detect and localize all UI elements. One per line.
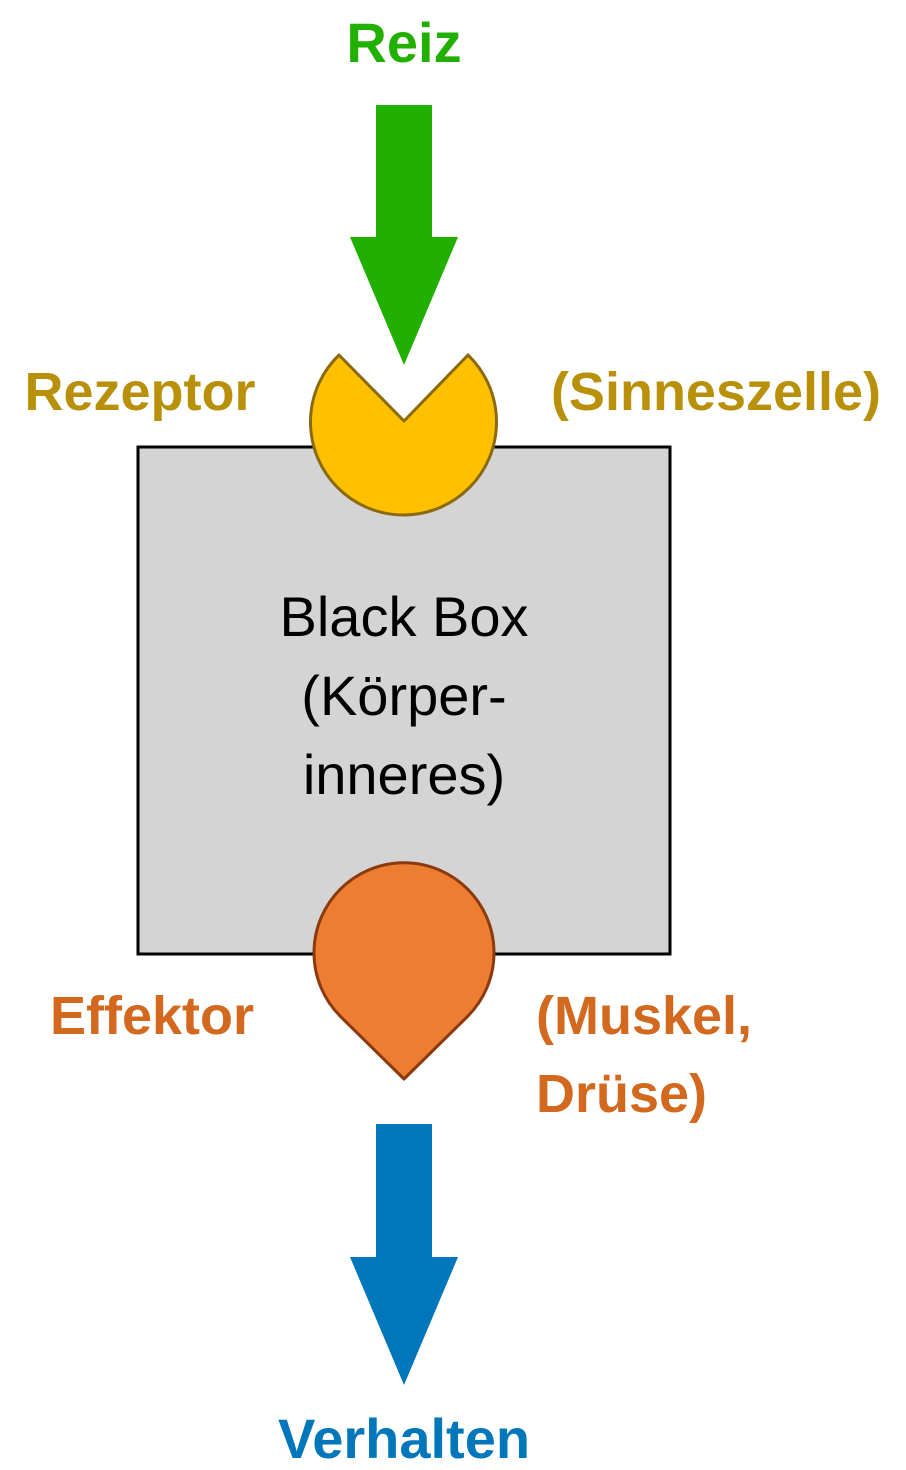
effector-label: Effektor bbox=[50, 986, 254, 1046]
stimulus-arrow-icon bbox=[350, 105, 458, 365]
effector-note-line-1: (Muskel, bbox=[536, 986, 752, 1046]
behavior-arrow-icon bbox=[350, 1124, 458, 1385]
stimulus-label: Reiz bbox=[346, 11, 461, 74]
behavior-label: Verhalten bbox=[278, 1407, 530, 1470]
receptor-label: Rezeptor bbox=[24, 362, 255, 422]
box-line-3: inneres) bbox=[303, 743, 505, 806]
receptor-note: (Sinneszelle) bbox=[551, 362, 881, 422]
effector-note-line-2: Drüse) bbox=[536, 1064, 707, 1124]
box-line-1: Black Box bbox=[280, 585, 529, 648]
effector-shape bbox=[312, 861, 496, 1081]
box-line-2: (Körper- bbox=[301, 664, 506, 727]
receptor-shape bbox=[309, 353, 498, 517]
